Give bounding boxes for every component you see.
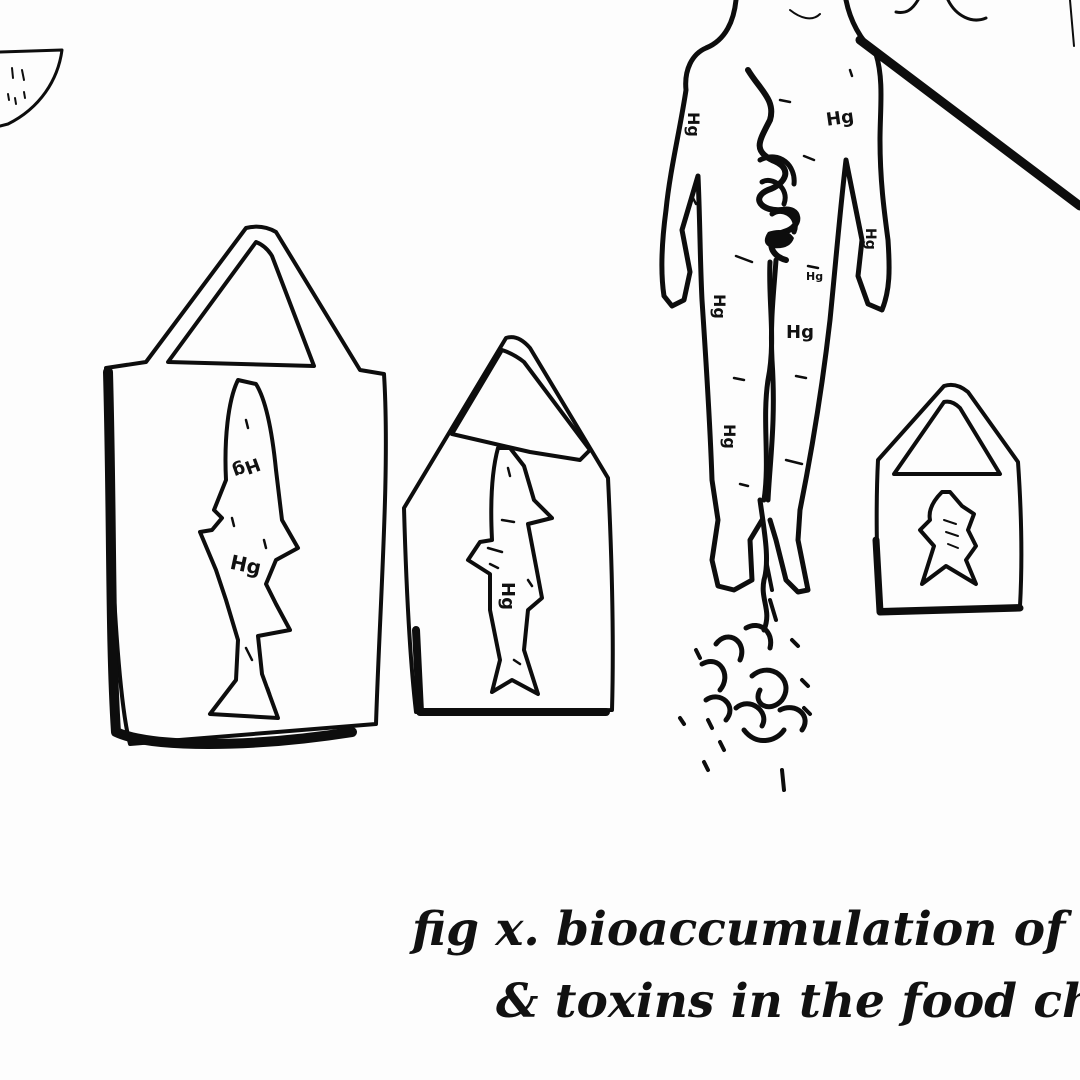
hg-label: Hg <box>710 294 729 319</box>
excreted-plastic-fragments <box>678 558 812 792</box>
figure-caption-line-1: fig x. bioaccumulation of plas <box>412 902 1080 957</box>
digestive-tract-plastic <box>745 67 801 633</box>
figure-caption-line-2: & toxins in the food chain <box>496 974 1080 1029</box>
large-plastic-bag <box>103 224 388 749</box>
hg-label: Hg <box>806 270 823 283</box>
hg-label: Hg <box>825 106 856 131</box>
tiny-fish <box>918 490 978 586</box>
medium-plastic-bag <box>402 335 615 716</box>
hg-label: Hg <box>786 322 814 343</box>
hg-label: Hg <box>862 228 878 250</box>
hg-label: Hg <box>684 112 703 137</box>
large-fish: Hg Hg <box>198 378 300 720</box>
human-hg-labels: Hg Hg Hg Hg Hg Hg Hg <box>684 68 878 488</box>
hg-label: Hg <box>720 424 739 449</box>
human-figure <box>659 0 1080 595</box>
hg-label: Hg <box>229 453 262 482</box>
medium-fish: Hg <box>466 446 554 696</box>
partial-bowl-top-left <box>0 48 64 128</box>
hg-label: Hg <box>497 582 518 610</box>
small-plastic-bag <box>872 382 1024 616</box>
hg-label: Hg <box>228 550 263 580</box>
